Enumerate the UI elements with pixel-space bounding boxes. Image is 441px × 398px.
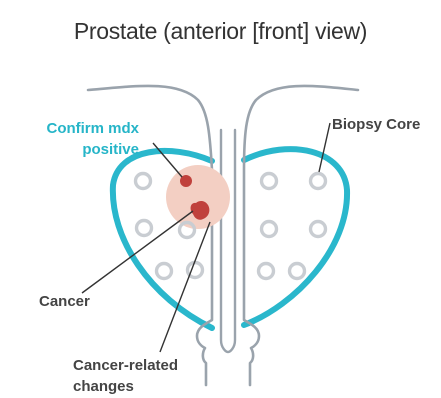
confirm-mdx-label: Confirm mdx positive: [46, 118, 139, 160]
leader-biopsy: [319, 123, 330, 172]
confirm-mdx-label-line2: positive: [46, 139, 139, 160]
biopsy-core: [262, 174, 277, 189]
biopsy-core-label: Biopsy Core: [332, 114, 420, 135]
biopsy-core: [157, 264, 172, 279]
cancer-related-label-line1: Cancer-related: [73, 355, 178, 376]
biopsy-cores-right: [259, 174, 326, 279]
biopsy-core: [137, 221, 152, 236]
cancer-related-label: Cancer-related changes: [73, 355, 178, 397]
biopsy-core: [262, 222, 277, 237]
biopsy-core: [136, 174, 151, 189]
leader-cancer-related: [160, 222, 210, 352]
biopsy-core: [290, 264, 305, 279]
confirm-mdx-label-line1: Confirm mdx: [46, 118, 139, 139]
biopsy-core: [311, 174, 326, 189]
cancer-label: Cancer: [39, 291, 90, 312]
biopsy-core: [259, 264, 274, 279]
biopsy-core: [311, 222, 326, 237]
urethra-channel: [221, 130, 235, 352]
prostate-right-lobe: [244, 149, 347, 325]
cancer-related-label-line2: changes: [73, 376, 178, 397]
